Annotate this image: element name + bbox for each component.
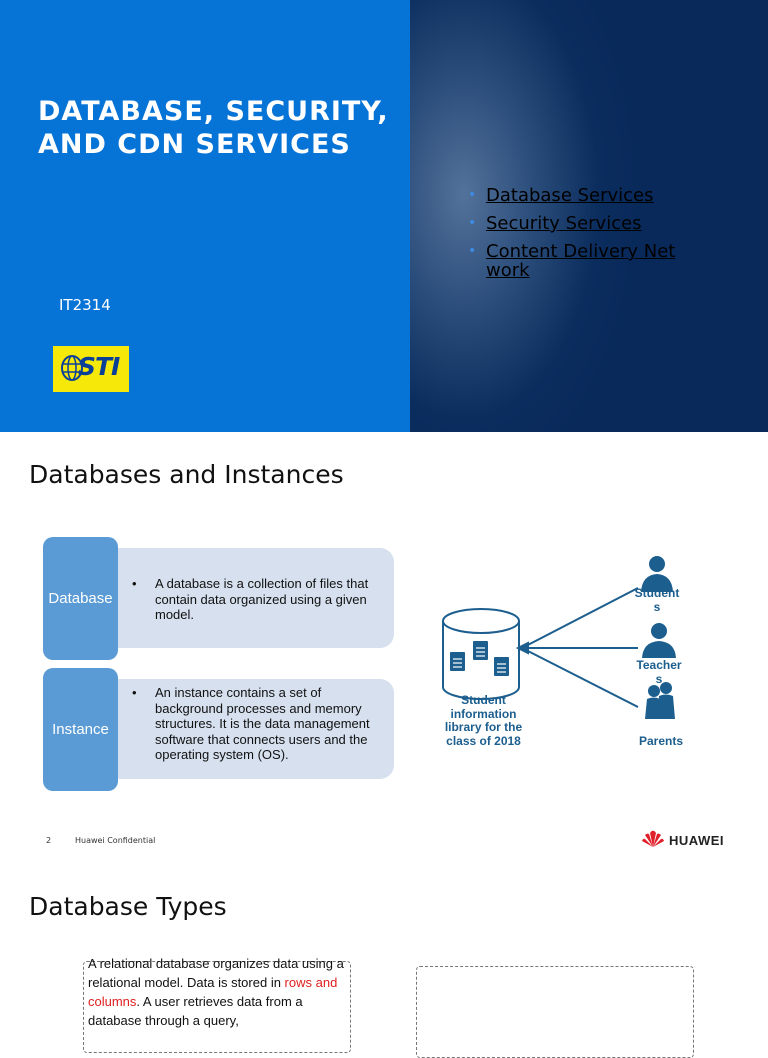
bullet-icon: • (132, 685, 137, 700)
topic-link-database-services[interactable]: Database Services (486, 185, 654, 206)
instance-card: • An instance contains a set of backgrou… (118, 679, 394, 779)
huawei-flower-icon (642, 830, 664, 847)
huawei-logo: HUAWEI (641, 830, 724, 850)
title-slide: DATABASE, SECURITY, AND CDN SERVICES IT2… (0, 0, 768, 432)
topic-item-cdn[interactable]: • Content Delivery Net work (468, 242, 708, 280)
teachers-label: Teacher s (629, 658, 689, 686)
students-label-line-1: Student (634, 586, 680, 600)
database-types-slide: Database Types A relational database org… (0, 864, 768, 1058)
course-code: IT2314 (59, 296, 111, 314)
database-tab: Database (43, 537, 118, 660)
bullet-icon: • (132, 576, 137, 591)
title-slide-gradient-panel (410, 0, 768, 432)
library-label: Student information library for the clas… (444, 693, 523, 748)
para-highlight: rows and columns (88, 975, 338, 1009)
databases-instances-slide: Databases and Instances • A database is … (0, 432, 768, 864)
parents-icon (645, 682, 675, 719)
topic-item-database-services[interactable]: • Database Services (468, 186, 708, 205)
bullet-icon: • (468, 215, 477, 231)
topic-link-cdn-line-1[interactable]: Content Delivery Net (486, 241, 676, 262)
topic-menu: • Database Services • Security Services … (468, 186, 708, 289)
slide-heading: Databases and Instances (29, 460, 344, 489)
sti-logo-text: STI (78, 352, 120, 381)
connection-arrows (515, 587, 639, 708)
teacher-icon (642, 623, 676, 658)
confidential-label: Huawei Confidential (75, 836, 156, 845)
huawei-wordmark: HUAWEI (669, 833, 724, 848)
slide-title-line-2: AND CDN SERVICES (38, 129, 351, 160)
teachers-label-line-2: s (655, 671, 663, 686)
slide-title: DATABASE, SECURITY, AND CDN SERVICES (38, 95, 408, 161)
bullet-icon: • (468, 243, 477, 259)
instance-description: An instance contains a set of background… (155, 685, 370, 762)
relational-db-paragraph: A relational database organizes data usi… (88, 954, 350, 1030)
page-number: 2 (46, 836, 52, 845)
students-label-line-2: s (653, 599, 661, 614)
topic-link-security-services[interactable]: Security Services (486, 213, 642, 234)
document-icon (450, 641, 509, 676)
database-diagram (442, 556, 676, 719)
instance-tab: Instance (43, 668, 118, 791)
globe-icon (61, 355, 83, 381)
slide-title-line-1: DATABASE, SECURITY, (38, 96, 389, 127)
topic-item-security-services[interactable]: • Security Services (468, 214, 708, 233)
parents-label: Parents (638, 734, 684, 748)
database-card: • A database is a collection of files th… (118, 548, 394, 648)
image-placeholder-box (416, 966, 694, 1058)
sti-logo: STI (53, 346, 129, 392)
topic-link-cdn-line-2[interactable]: work (486, 260, 530, 281)
para-text-1: A relational database organizes data usi… (88, 956, 344, 990)
teachers-label-line-1: Teacher (636, 658, 682, 672)
students-label: Student s (627, 586, 687, 614)
bullet-icon: • (468, 187, 477, 203)
slide-heading: Database Types (29, 892, 227, 921)
database-description: A database is a collection of files that… (155, 576, 369, 622)
student-icon (641, 556, 673, 592)
